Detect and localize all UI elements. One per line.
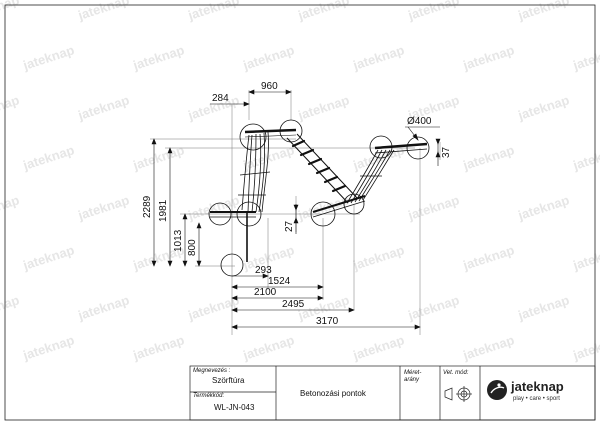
dim-960: 960: [261, 81, 278, 92]
watermark-text: jateknap: [130, 42, 186, 73]
watermark-text: jateknap: [75, 292, 131, 323]
watermark-text: jateknap: [0, 92, 21, 123]
watermark-text: jateknap: [185, 292, 241, 323]
watermark-text: jateknap: [130, 332, 186, 363]
brand-name: jateknap: [510, 379, 564, 394]
watermark-text: jateknap: [20, 242, 76, 273]
title-block-text: Megnevezés : Szörftúra Termékkód: WL-JN-…: [193, 368, 469, 412]
watermark-text: jateknap: [0, 0, 21, 23]
watermark-text: jateknap: [20, 142, 76, 173]
play-structure: [208, 119, 430, 277]
watermark-text: jateknap: [295, 0, 351, 23]
watermark-text: jateknap: [460, 142, 516, 173]
watermark-text: jateknap: [20, 42, 76, 73]
foundation-circle: [208, 202, 232, 226]
watermark-text: jateknap: [0, 292, 21, 323]
watermark-text: jateknap: [240, 332, 296, 363]
watermark-text: jateknap: [130, 142, 186, 173]
dimension-lines: [151, 89, 441, 330]
dim-2100: 2100: [254, 287, 277, 298]
scale-label-line2: arány: [404, 377, 420, 383]
scale-label-line1: Méret-: [404, 370, 421, 376]
watermark-text: jateknap: [570, 242, 600, 273]
reference-lines: [150, 90, 441, 335]
foundation-circle: [310, 201, 336, 227]
brand-tagline: play • care • sport: [513, 396, 560, 402]
brand-logo-icon: [487, 380, 507, 400]
name-label: Megnevezés :: [193, 368, 231, 374]
watermark-text: jateknap: [570, 142, 600, 173]
dim-2495: 2495: [282, 299, 305, 310]
product-code: WL-JN-043: [214, 403, 255, 412]
watermark-text: jateknap: [515, 192, 571, 223]
watermark-text: jateknap: [295, 92, 351, 123]
code-label: Termékkód:: [193, 393, 224, 399]
watermark-text: jateknap: [75, 192, 131, 223]
watermark-text: jateknap: [75, 0, 131, 23]
foundation-circle: [343, 193, 365, 215]
watermark-text: jateknap: [185, 0, 241, 23]
watermark-text: jateknap: [75, 92, 131, 123]
dim-800: 800: [187, 239, 198, 256]
projection-label: Vet. mód:: [443, 370, 469, 376]
drawing-title: Betonozási pontok: [300, 389, 367, 398]
dim-1524: 1524: [268, 276, 291, 287]
dim-293: 293: [255, 265, 272, 276]
watermark-text: jateknap: [460, 332, 516, 363]
foundation-circle: [239, 123, 267, 151]
watermark-text: jateknap: [240, 42, 296, 73]
dim-1013: 1013: [173, 229, 184, 252]
watermark-text: jateknap: [350, 332, 406, 363]
watermark-text: jateknap: [405, 192, 461, 223]
watermark-text: jateknap: [515, 92, 571, 123]
dim-2289: 2289: [142, 195, 153, 218]
watermark-text: jateknap: [570, 332, 600, 363]
watermark-text: jateknap: [405, 0, 461, 23]
dim-284: 284: [212, 93, 229, 104]
dim-diameter-400: Ø400: [407, 116, 432, 127]
watermark-text: jateknap: [515, 0, 571, 23]
foundation-circle: [236, 201, 262, 227]
dim-3170: 3170: [316, 316, 339, 327]
watermark-text: jateknap: [515, 292, 571, 323]
watermark-text: jateknap: [350, 42, 406, 73]
watermark-text: jateknap: [570, 42, 600, 73]
watermark-text: jateknap: [185, 192, 241, 223]
foundation-circle: [406, 136, 430, 160]
dim-37: 37: [441, 146, 452, 158]
watermark-text: jateknap: [460, 42, 516, 73]
dim-1981: 1981: [158, 199, 169, 222]
product-name: Szörftúra: [212, 376, 245, 385]
projection-symbol-icon: [444, 386, 472, 402]
watermark-text: jateknap: [350, 242, 406, 273]
title-block: [189, 365, 596, 421]
watermark-text: jateknap: [20, 332, 76, 363]
watermark-text: jateknap: [0, 192, 21, 223]
watermark-text: jateknap: [460, 242, 516, 273]
watermark-text: jateknap: [405, 292, 461, 323]
dimension-labels: 960 284 Ø400 37 2289 1981 1013 800 27 29…: [142, 81, 452, 327]
dim-27: 27: [284, 220, 295, 232]
brand-logo: jateknap play • care • sport: [487, 379, 564, 402]
